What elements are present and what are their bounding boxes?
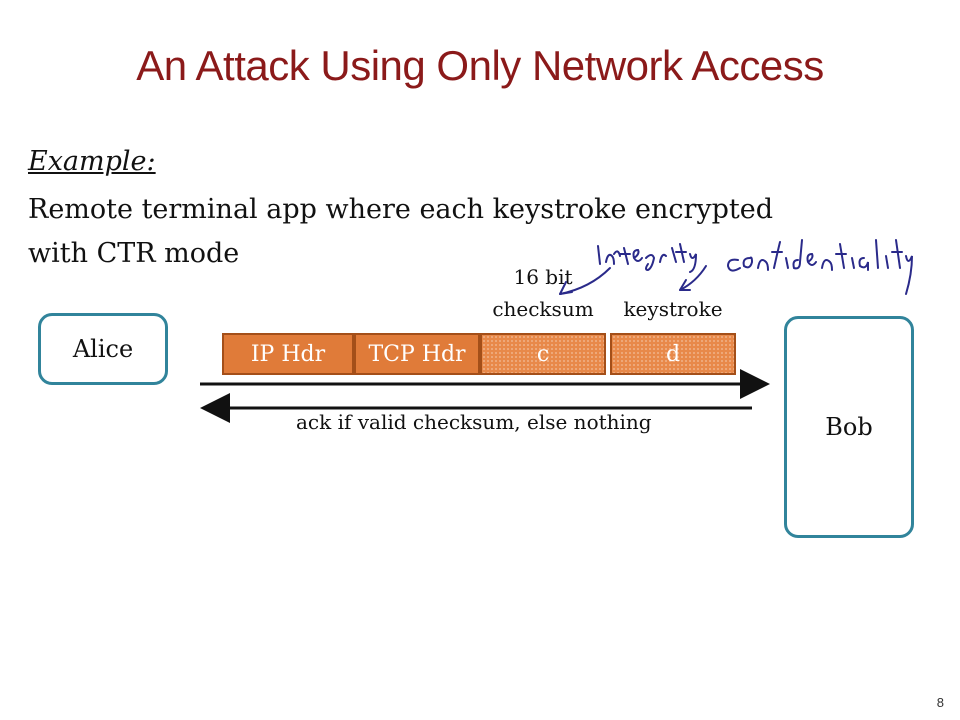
slide-title: An Attack Using Only Network Access: [136, 42, 824, 89]
handwritten-confidentiality-icon: [679, 239, 913, 295]
body-line-1: Remote terminal app where each keystroke…: [28, 194, 774, 225]
page-number: 8: [936, 695, 944, 710]
handwritten-integrity-icon: [559, 243, 697, 295]
alice-label: Alice: [72, 335, 134, 363]
packet-field-checksum: c: [480, 333, 606, 375]
packet-field-keystroke: d: [610, 333, 736, 375]
ack-label: ack if valid checksum, else nothing: [296, 410, 652, 434]
bob-label: Bob: [825, 413, 873, 441]
example-label: Example:: [28, 146, 156, 177]
checksum-label-line2: checksum: [492, 297, 594, 321]
bob-box: Bob: [784, 316, 914, 538]
alice-box: Alice: [38, 313, 168, 385]
keystroke-label: keystroke: [623, 297, 723, 321]
packet-field-ip-hdr: IP Hdr: [222, 333, 354, 375]
checksum-label-line1: 16 bit: [513, 265, 573, 289]
body-line-2: with CTR mode: [28, 238, 240, 269]
packet-field-tcp-hdr: TCP Hdr: [354, 333, 480, 375]
